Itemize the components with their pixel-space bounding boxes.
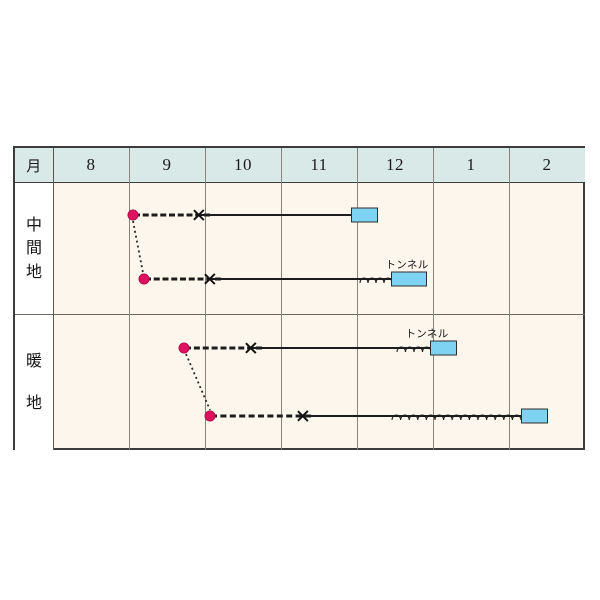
header-cell-month-11: 11 [281,148,357,182]
row-label-intermediate-char-2: 間 [25,238,42,258]
row-label-warm-char-1: 暖 [25,351,42,371]
row-label-warm-char-2: 地 [25,393,42,412]
header-cell-month-12: 12 [357,148,433,182]
gridline-month-9 [129,148,130,450]
row-label-intermediate-char-3: 地 [25,261,42,281]
row4-nursery-dashed-line [211,414,311,418]
row2-tunnel-arcs [359,277,393,284]
row-label-warm: 暖 地 [15,314,53,450]
row1-harvest-bar [351,207,378,223]
row4-sowing-dot [204,410,216,422]
row3-tunnel-arcs [396,346,432,353]
row4-harvest-bar [521,408,548,424]
header-cell-month-1: 1 [433,148,509,182]
row3-growth-solid-line [252,347,442,349]
row2-harvest-bar [391,271,427,287]
row3-harvest-bar [430,340,457,356]
planting-calendar-table: 月 8 9 10 11 12 1 2 中 間 地 暖 地 [13,146,585,450]
row2-growth-solid-line [211,278,391,280]
row-label-intermediate-char-1: 中 [25,215,42,235]
header-cell-month-10: 10 [205,148,281,182]
header-cell-month-9: 9 [129,148,205,182]
row1-transplant-x-mark [192,208,206,222]
row1-sowing-dot [127,209,139,221]
row2-transplant-x-mark [203,272,217,286]
row2-sowing-dot [138,273,150,285]
header-cell-month-label: 月 [15,148,53,182]
header-cell-month-8: 8 [53,148,129,182]
row3-nursery-dashed-line [185,346,262,350]
row4-tunnel-arcs [391,414,522,421]
gridline-month-2 [509,148,510,450]
row-label-column [15,182,53,450]
row3-tunnel-label: トンネル [405,328,449,340]
row-label-intermediate: 中 間 地 [15,182,53,314]
header-cell-month-2: 2 [509,148,585,182]
row4-transplant-x-mark [296,409,310,423]
row1-nursery-dashed-line [134,213,210,217]
row2-tunnel-label: トンネル [385,259,429,271]
gridline-label-col [53,148,54,450]
schedule-marks: トンネル トンネル [15,148,587,452]
row3-transplant-x-mark [244,341,258,355]
gridline-month-1 [433,148,434,450]
gridline-month-10 [205,148,206,450]
header-separator-line [15,182,585,183]
row3-sowing-dot [178,342,190,354]
group-separator-line [15,314,585,315]
gridline-month-12 [357,148,358,450]
row1-growth-solid-line [200,214,365,216]
row3-to-row4-transfer-line [185,353,211,411]
gridline-month-11 [281,148,282,450]
row2-nursery-dashed-line [145,277,221,281]
row4-growth-solid-line [303,415,533,417]
gridlines [15,148,587,452]
